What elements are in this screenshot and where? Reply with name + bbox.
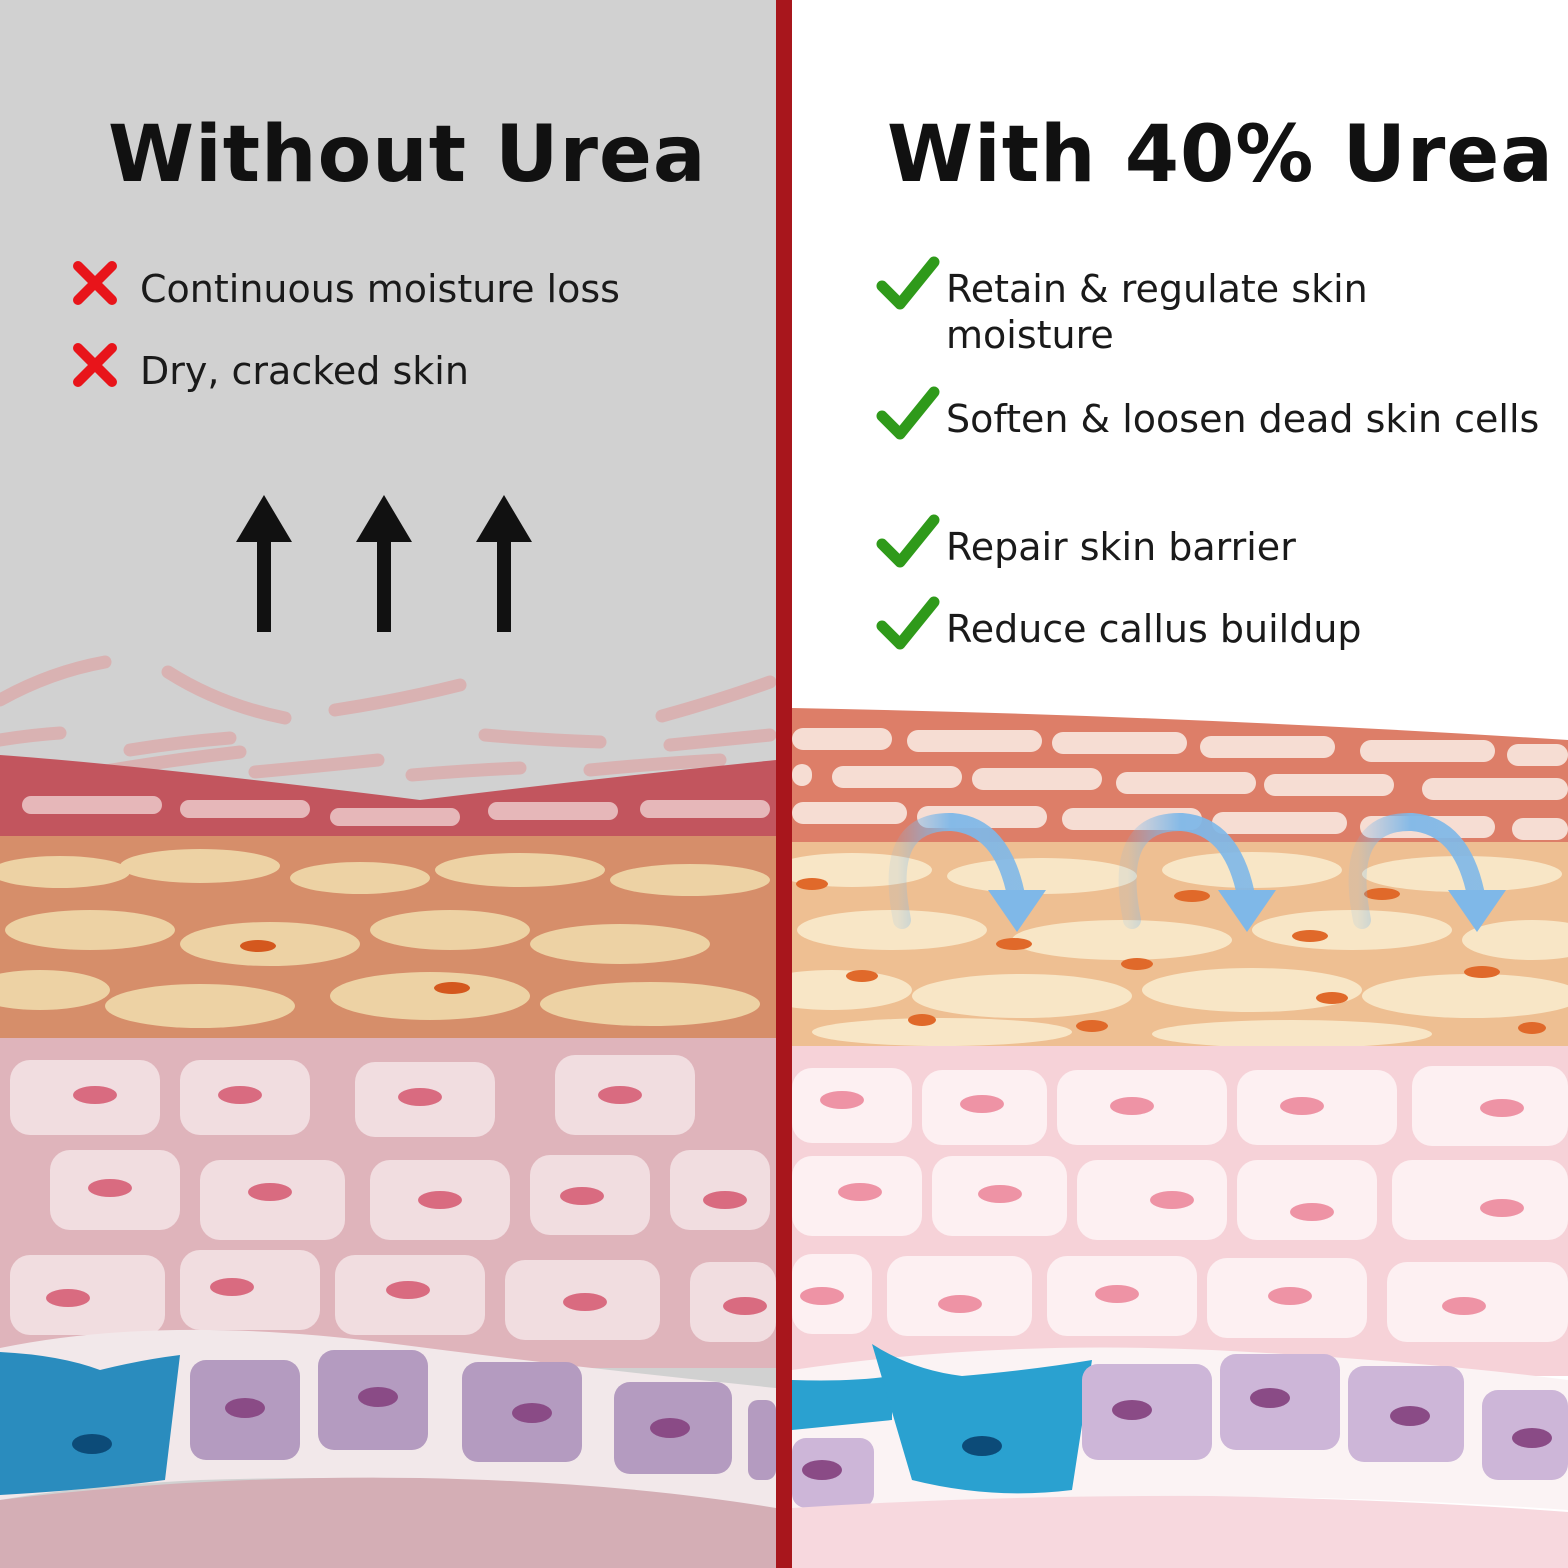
moisture-retention-arrow-icon [888,812,1046,932]
check-icon [876,386,940,440]
up-arrow-icon [476,495,532,632]
benefit-text: Soften & loosen dead skin cells [946,397,1540,441]
drawback-text: Continuous moisture loss [140,267,620,311]
up-arrow-icon [236,495,292,632]
check-icon [876,514,940,568]
hydrated-skin-illustration [792,0,1568,1568]
check-icon [876,596,940,650]
benefit-text: Retain & regulate skin moisture [946,267,1368,357]
benefit-text: Reduce callus buildup [946,607,1362,651]
without-urea-panel: Without Urea Continuous moisture loss Dr… [0,0,776,1568]
with-urea-panel: With 40% Urea Retain & regulate skin moi… [792,0,1568,1568]
moisture-retention-arrow-icon [1348,812,1506,932]
drawback-text: Dry, cracked skin [140,349,469,393]
with-urea-title: With 40% Urea [887,110,1554,200]
benefit-text: Repair skin barrier [946,525,1296,569]
dry-skin-illustration [0,0,776,1568]
moisture-loss-arrows [236,495,532,632]
cross-icon [73,261,117,305]
without-urea-title: Without Urea [108,110,707,200]
panel-divider [776,0,792,1568]
cross-icon [73,343,117,387]
moisture-retention-arrow-icon [1118,812,1276,932]
check-icon [876,256,940,310]
up-arrow-icon [356,495,412,632]
